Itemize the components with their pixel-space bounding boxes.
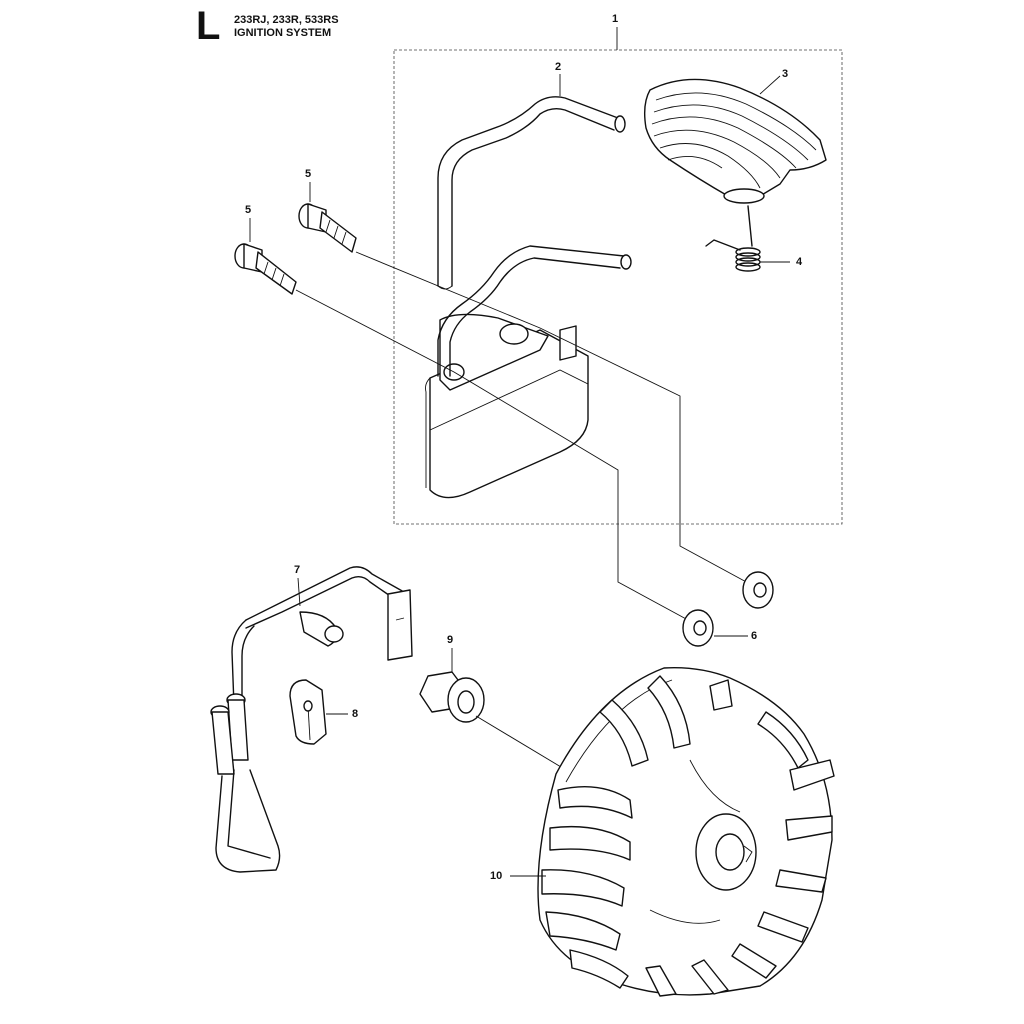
part-3-cover	[643, 75, 827, 204]
part-9-nut	[419, 648, 567, 771]
part-6-washer-upper	[742, 571, 774, 609]
part-4-spring	[705, 205, 790, 272]
callout-4: 4	[796, 256, 803, 268]
callout-10: 10	[490, 870, 503, 882]
callout-9: 9	[447, 634, 454, 646]
part-8-clip	[289, 679, 348, 745]
callout-1: 1	[612, 13, 619, 25]
callout-5-upper: 5	[305, 168, 312, 180]
part-10-flywheel	[510, 667, 835, 997]
screw-lower-leader	[295, 289, 689, 621]
callout-5-lower: 5	[245, 204, 252, 216]
screw-upper-leader	[355, 251, 751, 585]
model-list: 233RJ, 233R, 533RS	[234, 14, 339, 26]
part-5-screw-lower	[234, 218, 297, 295]
callout-6: 6	[751, 630, 758, 642]
part-6-washer-lower	[682, 609, 748, 647]
section-letter: L	[196, 4, 221, 48]
callout-8: 8	[352, 708, 359, 720]
part-5-screw-upper	[298, 182, 357, 253]
callout-2: 2	[555, 61, 562, 73]
part-1-ignition-module	[425, 245, 632, 499]
part-7-cable	[210, 566, 413, 873]
callout-3: 3	[782, 68, 789, 80]
diagram-title: IGNITION SYSTEM	[234, 27, 332, 39]
callout-7: 7	[294, 564, 301, 576]
part-2-ht-lead	[437, 74, 626, 290]
